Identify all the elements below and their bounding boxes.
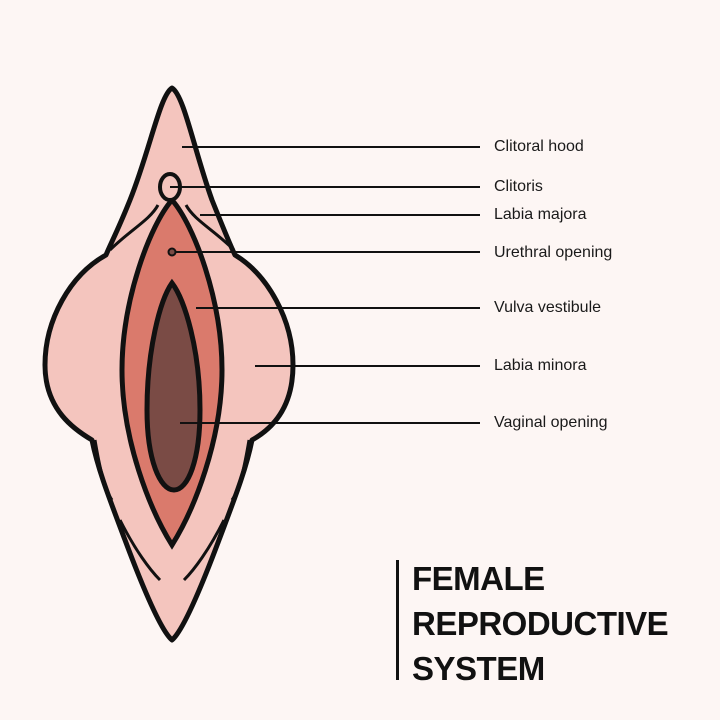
- label-labia-majora: Labia majora: [494, 206, 587, 223]
- label-urethral-opening: Urethral opening: [494, 244, 613, 261]
- title-line-3: SYSTEM: [412, 650, 545, 687]
- lower-fold-left: [93, 439, 162, 582]
- leader-lines: [170, 146, 480, 424]
- vaginal-opening-shape: [144, 278, 203, 493]
- title-line-1: FEMALE: [412, 560, 545, 597]
- label-vulva-vestibule: Vulva vestibule: [494, 299, 602, 316]
- title-divider: [396, 560, 399, 680]
- urethral-opening-shape: [167, 247, 177, 257]
- label-clitoral-hood: Clitoral hood: [494, 138, 584, 155]
- title-line-2: REPRODUCTIVE: [412, 605, 669, 642]
- lower-fold-right: [182, 439, 251, 582]
- labia-minora-outline-right: [184, 204, 236, 252]
- labia-minora-outline-left: [108, 204, 160, 252]
- label-vaginal-opening: Vaginal opening: [494, 414, 608, 431]
- label-labia-minora: Labia minora: [494, 357, 587, 374]
- label-clitoris: Clitoris: [494, 178, 543, 195]
- page-title: FEMALE REPRODUCTIVE SYSTEM: [412, 556, 669, 691]
